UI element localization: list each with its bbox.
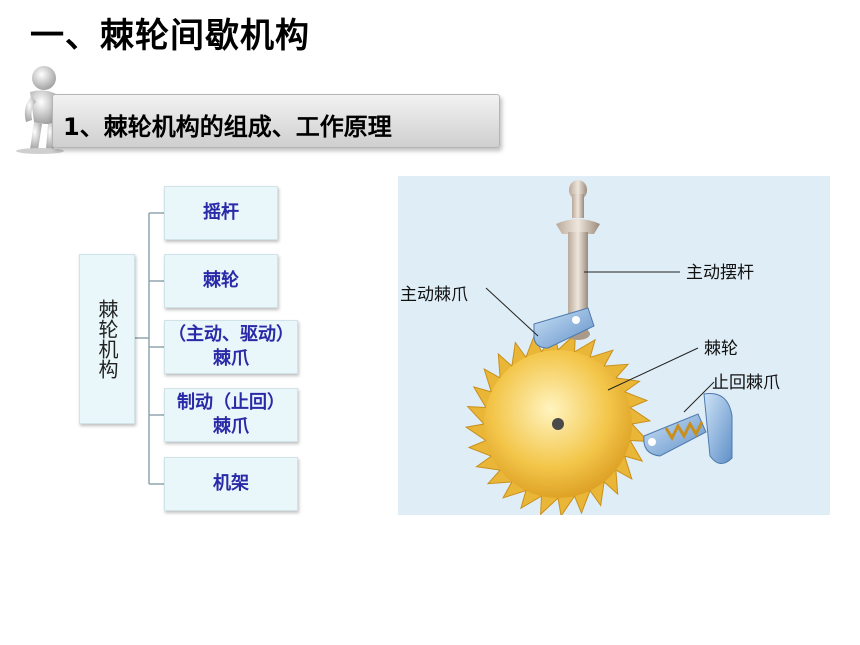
tree-root-box: 棘轮机构 [79, 254, 135, 424]
tree-node-label: 摇杆 [203, 201, 239, 223]
label-driving-rocker: 主动摆杆 [686, 263, 754, 283]
ratchet-wheel-icon [464, 330, 652, 515]
tree-node-holding-pawl: 制动（止回） 棘爪 [164, 388, 298, 442]
tree-node-ratchet-wheel: 棘轮 [164, 254, 278, 308]
driving-pawl-icon [533, 307, 595, 349]
tree-node-label: 制动（止回） 棘爪 [177, 391, 285, 437]
tree-node-label: 棘轮 [203, 269, 239, 291]
tree-node-frame: 机架 [164, 457, 298, 511]
label-holding-pawl: 止回棘爪 [712, 373, 780, 393]
label-driving-pawl: 主动棘爪 [400, 285, 468, 305]
section-heading-bar: 1、棘轮机构的组成、工作原理 [52, 94, 500, 148]
tree-node-label: 机架 [213, 472, 249, 494]
tree-node-driving-pawl: （主动、驱动） 棘爪 [164, 320, 298, 374]
ratchet-mechanism-figure: 主动摆杆 主动棘爪 棘轮 止回棘爪 [398, 176, 830, 515]
label-ratchet-wheel: 棘轮 [704, 339, 738, 359]
driving-rocker-icon [556, 180, 600, 340]
tree-node-rocker: 摇杆 [164, 186, 278, 240]
holding-pawl-icon [643, 392, 733, 464]
page-title: 一、棘轮间歇机构 [30, 16, 310, 56]
section-heading: 1、棘轮机构的组成、工作原理 [63, 113, 392, 141]
tree-node-label: （主动、驱动） 棘爪 [168, 323, 294, 369]
tree-root-label: 棘轮机构 [95, 299, 119, 379]
ratchet-mechanism-illustration: 主动摆杆 主动棘爪 棘轮 止回棘爪 [400, 180, 780, 515]
